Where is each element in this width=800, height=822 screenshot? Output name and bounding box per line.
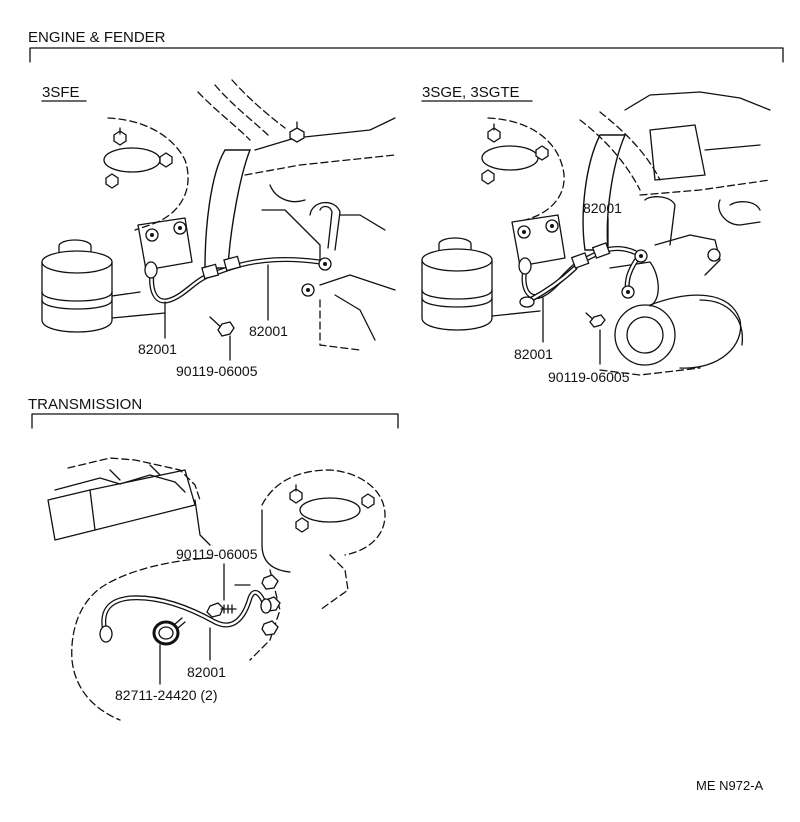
strut-nut-r2 (535, 145, 549, 161)
strut-nut-1 (113, 127, 127, 146)
engine-lower-edge-2 (334, 294, 376, 341)
case-ring (299, 497, 361, 523)
body-line-lower (111, 312, 166, 319)
housing-ridge (54, 474, 186, 493)
ground-wire-3sfe (144, 255, 332, 304)
engine-curve (269, 184, 306, 203)
engine-fender-heading: ENGINE & FENDER (28, 29, 166, 46)
strut-nut-r1 (487, 123, 501, 143)
clip-1 (261, 574, 279, 590)
label-3sfe-bolt: 90119-06005 (176, 363, 258, 379)
engine-dash-r (639, 179, 771, 196)
bellhousing-outline (71, 557, 213, 721)
alternator-3sge (609, 261, 743, 369)
housing-top-edge (67, 457, 201, 501)
engine-fender-section: ENGINE & FENDER (28, 29, 784, 63)
label-trans-wire: 82001 (187, 664, 226, 680)
label-3sge-wire-a: 82001 (583, 200, 622, 216)
case-side (261, 509, 291, 573)
bracket-r (654, 234, 721, 276)
engine-fender-bracket (29, 47, 784, 63)
strut-nut-3 (105, 173, 119, 189)
clip-3 (261, 620, 279, 636)
housing-face (47, 489, 96, 541)
pipe-elbow-r (644, 196, 676, 246)
reservoir-3sfe (41, 239, 113, 333)
case-top-outline (261, 469, 386, 556)
strut-tower-outline (107, 117, 189, 231)
strut-nut-2 (159, 152, 173, 168)
engine-top-r (624, 91, 771, 111)
housing-ribs (109, 464, 161, 481)
hose-dash-r2 (599, 111, 661, 181)
hose-dash-c (231, 79, 286, 129)
label-trans-bolt: 90119-06005 (176, 546, 258, 562)
engine-lower-dash (319, 299, 361, 351)
engine-lower-edge (319, 274, 396, 291)
lower-dash-r (599, 367, 701, 376)
transmission-bracket (31, 413, 399, 429)
pipe-elbow-inner (319, 205, 333, 249)
hose-dash-r1 (579, 119, 641, 191)
engine-line-r (704, 144, 761, 151)
label-3sfe-wire-a: 82001 (138, 341, 177, 357)
bolt-3sge (585, 312, 606, 328)
reservoir-3sge (421, 237, 493, 331)
engine-top-edge (254, 117, 396, 151)
hose-clamp (152, 617, 186, 646)
strut-nut-r3 (481, 169, 495, 185)
bolt-transmission (206, 602, 237, 618)
engine-edge-dash (244, 154, 396, 176)
fender-bracket-plate (137, 217, 193, 271)
body-line-upper (111, 291, 141, 297)
housing-side (89, 469, 196, 531)
pipe-loop-r2 (729, 201, 761, 211)
reference-code: ME N972-A (696, 778, 764, 793)
variant-label-3sfe: 3SFE (42, 84, 80, 101)
view-3sfe: 3SFE (41, 79, 396, 379)
hose-dash-b (214, 84, 269, 136)
label-3sfe-wire-b: 82001 (249, 323, 288, 339)
pipe-loop-r (718, 199, 761, 226)
hose-left-3sge (582, 134, 627, 251)
variant-label-3sge: 3SGE, 3SGTE (422, 84, 520, 101)
hose-dash-a (197, 91, 251, 141)
view-transmission: 90119-06005 82001 82711-24420 (2) (47, 457, 386, 721)
engine-box-r (649, 124, 706, 181)
case-nut-1 (289, 484, 303, 504)
view-3sge-3sgte: 3SGE, 3SGTE (421, 84, 771, 385)
engine-stud-3sfe (289, 121, 305, 143)
transmission-heading: TRANSMISSION (28, 396, 142, 413)
strut-tower-outline-r (487, 117, 565, 221)
ground-wire-transmission (99, 589, 272, 643)
fender-bracket-plate-r (511, 214, 566, 267)
engine-flange (339, 214, 386, 231)
body-line-lower-r (491, 310, 541, 317)
bracket-bolt-r3 (707, 248, 721, 262)
transmission-section: TRANSMISSION (28, 396, 399, 429)
pipe-elbow (309, 201, 341, 251)
ground-wire-3sge (518, 242, 648, 308)
case-side-dash (319, 554, 349, 611)
bracket-arm (261, 209, 321, 266)
housing-corner (194, 499, 211, 546)
strut-mount-ring (103, 147, 161, 173)
strut-mount-ring-r (481, 145, 539, 171)
bolt-3sfe (209, 316, 235, 337)
label-trans-clamp: 82711-24420 (2) (115, 687, 217, 703)
hose-left-3sfe (204, 149, 252, 269)
case-nut-2 (361, 493, 375, 509)
label-3sge-bolt: 90119-06005 (548, 369, 630, 385)
label-3sge-wire-b: 82001 (514, 346, 553, 362)
case-nut-3 (295, 517, 309, 533)
